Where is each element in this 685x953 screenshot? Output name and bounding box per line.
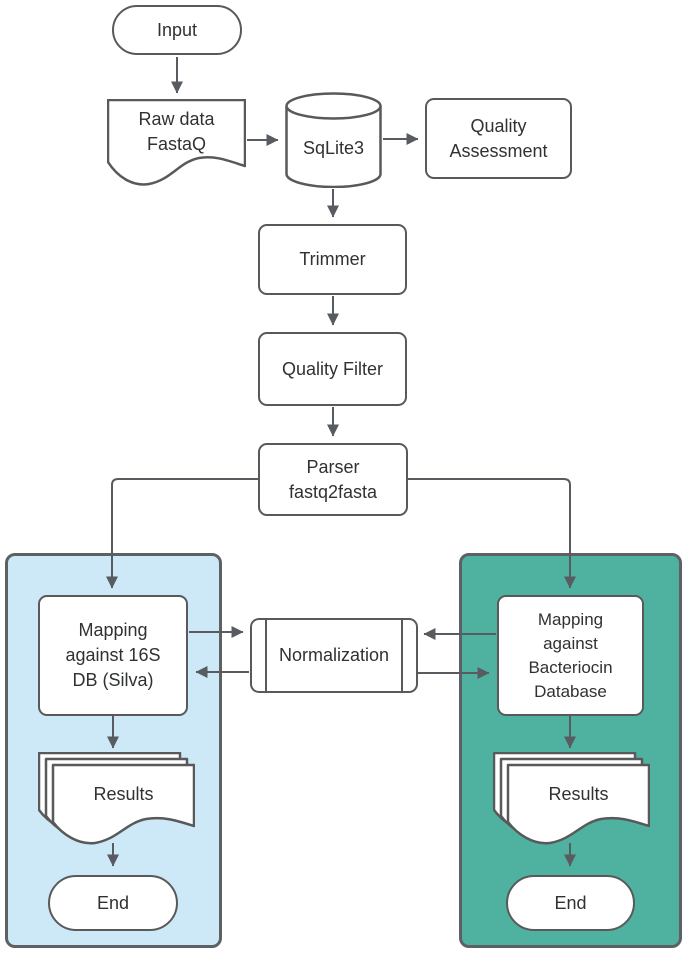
node-results-right: Results <box>493 752 650 845</box>
node-mapping-bacteriocin: Mapping against Bacteriocin Database <box>497 595 644 716</box>
edge-parser-mappingbacteriocin <box>408 478 576 589</box>
node-quality-assessment: Quality Assessment <box>425 98 572 179</box>
predefined-process-bar-left <box>265 619 267 692</box>
node-quality-filter: Quality Filter <box>258 332 407 406</box>
node-label: Results <box>93 783 154 804</box>
node-label: Results <box>548 783 609 804</box>
document-shape <box>107 99 246 186</box>
node-end-left: End <box>48 875 178 931</box>
node-sqlite3: SqLite3 <box>285 92 382 188</box>
node-input: Input <box>112 5 242 55</box>
database-cylinder-shape <box>285 92 382 188</box>
node-label: Input <box>156 19 198 40</box>
node-raw-data-fastaq: Raw data FastaQ <box>107 99 246 187</box>
node-results-left: Results <box>38 752 195 845</box>
node-normalization: Normalization <box>250 618 418 693</box>
node-parser-fastq2fasta: Parser fastq2fasta <box>258 443 408 516</box>
edge-parser-mapping16s <box>106 478 258 589</box>
node-end-right: End <box>506 875 635 931</box>
multi-document-shape <box>38 752 195 845</box>
node-trimmer: Trimmer <box>258 224 407 295</box>
predefined-process-bar-right <box>401 619 403 692</box>
node-label: Raw data FastaQ <box>138 109 215 154</box>
node-label: SqLite3 <box>302 137 365 158</box>
node-mapping-16s-silva: Mapping against 16S DB (Silva) <box>38 595 188 716</box>
multi-document-shape <box>493 752 650 845</box>
